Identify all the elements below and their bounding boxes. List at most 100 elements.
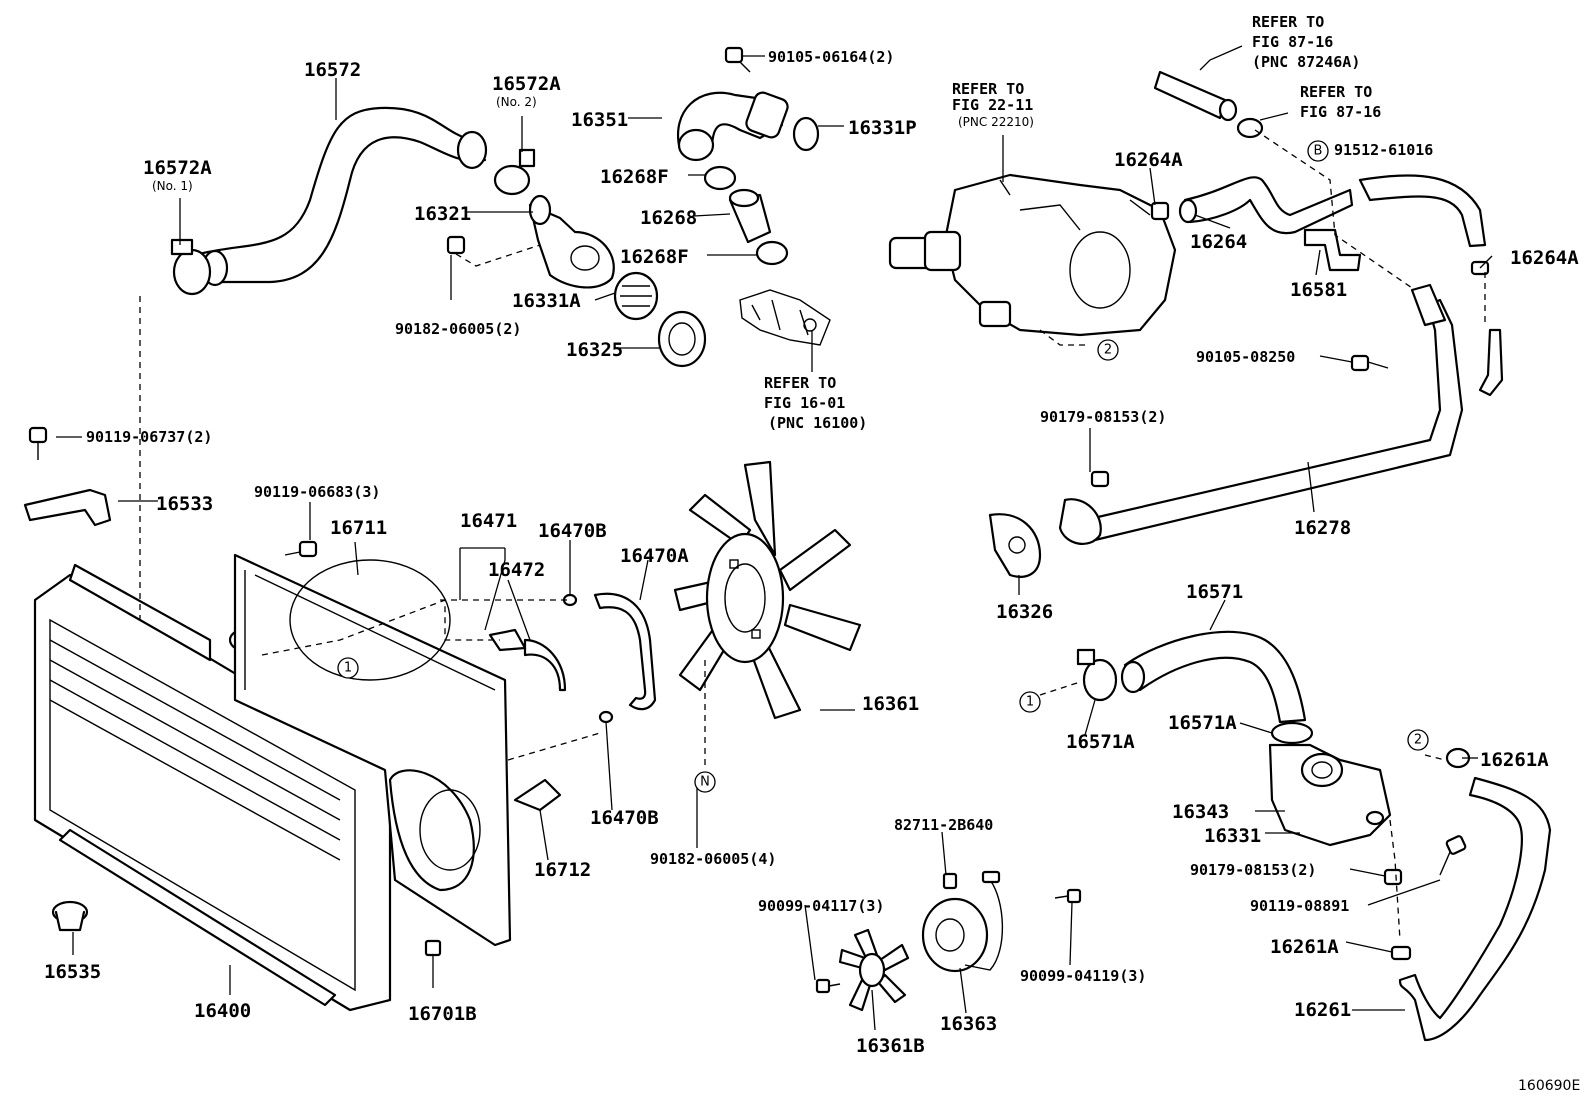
label-90119-08891: 90119-08891: [1250, 897, 1349, 915]
fan-16361b: [838, 928, 910, 1012]
label-90179-08153-bottom: 90179-08153(2): [1190, 861, 1316, 879]
label-16343: 16343: [1172, 801, 1229, 823]
callout-n: N: [694, 771, 716, 793]
cushion-16535: [51, 900, 89, 932]
bracket-16533: [23, 488, 112, 527]
oring-16268f-bottom: [755, 240, 789, 266]
label-90105-08250: 90105-08250: [1196, 348, 1295, 366]
label-16572a-no1: 16572A: [143, 157, 212, 179]
label-16268: 16268: [640, 207, 697, 229]
label-16361b: 16361B: [856, 1035, 925, 1057]
label-16581: 16581: [1290, 279, 1347, 301]
water-inlet-16343: [1268, 743, 1392, 847]
label-16351: 16351: [571, 109, 628, 131]
thermostat-16331a: [613, 271, 659, 321]
callout-2-throttle: 2: [1097, 339, 1119, 361]
bolt-90105-06164: [724, 46, 751, 73]
oring-16331p: [792, 116, 820, 152]
label-refer-87-16a-b: FIG 87-16: [1252, 33, 1333, 51]
clip-16701b: [424, 939, 442, 957]
label-90099-04117: 90099-04117(3): [758, 897, 884, 915]
label-refer-22-11-c: (PNC 22210): [958, 115, 1034, 129]
hose-clamp-no2: [493, 148, 536, 196]
callout-b-text: B: [1314, 144, 1323, 159]
label-16471: 16471: [460, 510, 517, 532]
label-16331: 16331: [1204, 825, 1261, 847]
hose-87246a-reference: [1153, 70, 1238, 122]
clamp-16571a-mid: [1270, 721, 1314, 745]
label-90119-06737: 90119-06737(2): [86, 428, 212, 446]
label-90105-06164: 90105-06164(2): [768, 48, 894, 66]
water-bypass-16351: [677, 91, 789, 162]
motor-16363: [921, 870, 1004, 973]
label-16572a-no1-note: (No. 1): [152, 179, 193, 193]
label-16400: 16400: [194, 1000, 251, 1022]
label-refer-22-11-a: REFER TO: [952, 80, 1024, 98]
label-16264a-right: 16264A: [1510, 247, 1579, 269]
bracket-16581: [1303, 228, 1362, 272]
screw-90099-04117: [815, 978, 841, 994]
label-16268f-bottom: 16268F: [620, 246, 689, 268]
label-16572a-no2-note: (No. 2): [496, 95, 537, 109]
clamp-16571a-left: [1076, 648, 1118, 702]
fan-shroud-16711: [233, 553, 512, 947]
label-16470a: 16470A: [620, 545, 689, 567]
bolt-90119-06737: [28, 426, 48, 460]
label-90179-08153-top: 90179-08153(2): [1040, 408, 1166, 426]
label-16571a-left: 16571A: [1066, 731, 1135, 753]
label-16331a: 16331A: [512, 290, 581, 312]
label-16571: 16571: [1186, 581, 1243, 603]
hose-clamp-no1: [170, 238, 212, 296]
callout-b: B: [1307, 140, 1329, 162]
label-16321: 16321: [414, 203, 471, 225]
nut-90179-08153-top: [1090, 470, 1110, 488]
bolt-90105-08250: [1350, 354, 1389, 372]
callout-n-text: N: [700, 775, 710, 790]
callout-1-radiator: 1: [337, 657, 359, 679]
label-90099-04119: 90099-04119(3): [1020, 967, 1146, 985]
label-91512-61016: 91512-61016: [1334, 141, 1433, 159]
label-90182-06005-2: 90182-06005(2): [395, 320, 521, 338]
label-16572a-no2: 16572A: [492, 73, 561, 95]
clip-16470b-bottom: [598, 710, 614, 724]
shroud-piece-16712: [513, 778, 562, 812]
diagram-code: 160690E: [1518, 1078, 1580, 1094]
label-16470b-top: 16470B: [538, 520, 607, 542]
leader-lines: [56, 45, 1493, 1031]
water-pipe-16278: [1058, 283, 1504, 545]
label-16331p: 16331P: [848, 117, 917, 139]
callout-1-text: 1: [344, 661, 352, 676]
clamp-87-16: [1236, 117, 1264, 139]
hose-right-curl: [1358, 174, 1487, 248]
label-refer-87-16b-b: FIG 87-16: [1300, 103, 1381, 121]
callout-2-text-b: 2: [1414, 733, 1422, 748]
label-90119-06683: 90119-06683(3): [254, 483, 380, 501]
lower-hose-16571: [1120, 630, 1307, 724]
label-refer-22-11-b: FIG 22-11: [952, 96, 1033, 114]
bolt-90182-06005: [446, 235, 466, 255]
label-16264: 16264: [1190, 231, 1247, 253]
oring-16268f-top: [703, 165, 737, 191]
fan-16361: [673, 460, 862, 720]
callout-1-hose: 1: [1019, 691, 1041, 713]
label-16361: 16361: [862, 693, 919, 715]
label-82711-2b640: 82711-2B640: [894, 816, 993, 834]
part-labels: 16572 16572A (No. 1) 16572A (No. 2) 1632…: [44, 13, 1580, 1094]
label-16261: 16261: [1294, 999, 1351, 1021]
label-16325: 16325: [566, 339, 623, 361]
label-refer-87-16b-a: REFER TO: [1300, 83, 1372, 101]
label-16701b: 16701B: [408, 1003, 477, 1025]
water-inlet-16321: [528, 194, 615, 289]
hose-16261: [1398, 776, 1552, 1042]
label-16535: 16535: [44, 961, 101, 983]
label-16261a-bottom: 16261A: [1270, 936, 1339, 958]
label-16572: 16572: [304, 59, 361, 81]
hose-16264: [1178, 176, 1354, 235]
label-refer-16-01-b: FIG 16-01: [764, 394, 845, 412]
label-16472: 16472: [488, 559, 545, 581]
label-16278: 16278: [1294, 517, 1351, 539]
nut-90179-08153-bottom: [1383, 868, 1403, 886]
label-16268f-top: 16268F: [600, 166, 669, 188]
